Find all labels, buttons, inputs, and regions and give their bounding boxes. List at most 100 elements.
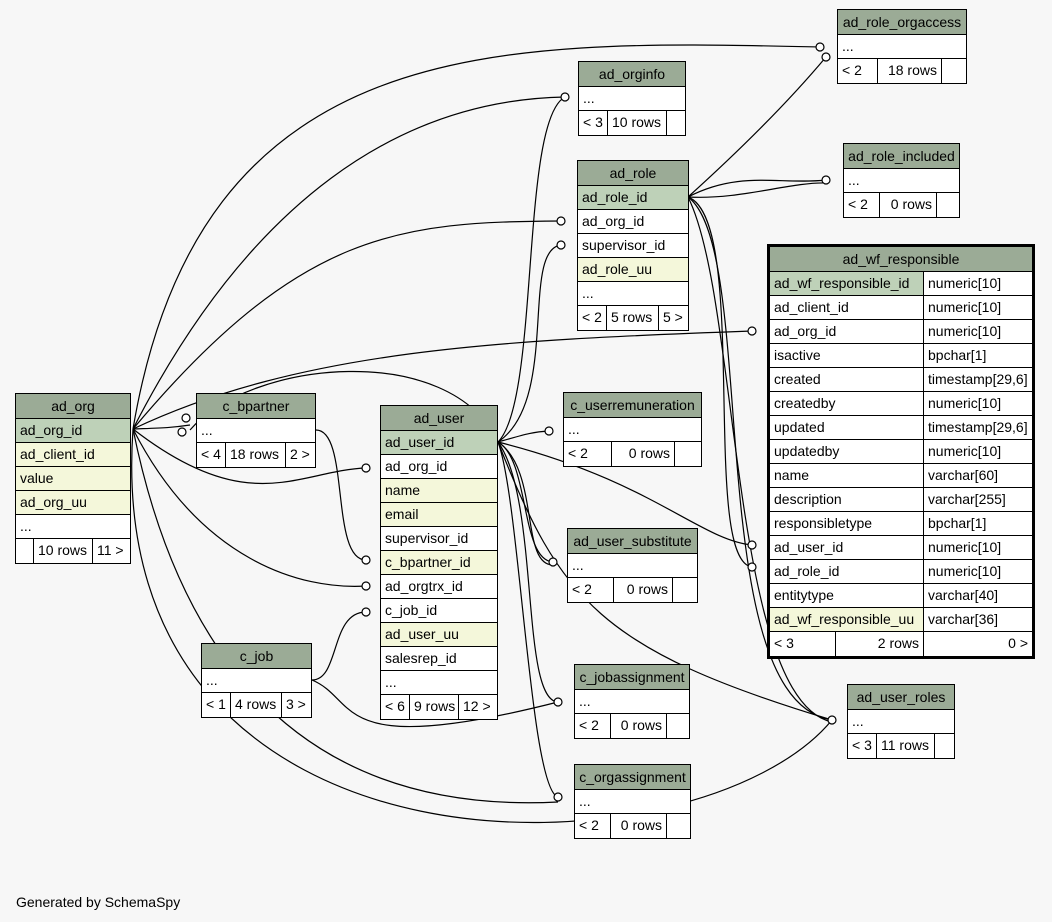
column-salesrep_id: salesrep_id <box>381 647 497 670</box>
column-supervisor_id: supervisor_id <box>578 234 688 257</box>
edge-end-marker <box>827 715 837 725</box>
edge-end-marker <box>361 607 371 617</box>
column-name: createdby <box>770 392 924 415</box>
edge-end-marker <box>548 557 558 567</box>
edge-ad_role-ad_role_orgaccess <box>687 56 827 198</box>
column-name: created <box>770 368 924 391</box>
column-type: bpchar[1] <box>928 347 987 363</box>
column-type: numeric[10] <box>928 275 1002 291</box>
children-count <box>935 734 954 758</box>
edge-end-marker <box>821 175 831 185</box>
column-type: numeric[10] <box>928 323 1002 339</box>
edge-end-marker <box>815 42 825 52</box>
column-type: varchar[255] <box>928 491 1006 507</box>
edge-ad_org-ad_orginfo <box>132 96 566 430</box>
column-more: ... <box>579 87 685 110</box>
edge-end-marker <box>553 792 563 802</box>
edge-ad_role-ad_user_roles <box>687 196 833 721</box>
column-supervisor_id: supervisor_id <box>381 527 497 550</box>
edge-ad_org-c_orgassignment <box>132 428 559 804</box>
row-count: 9 rows <box>410 695 459 719</box>
edge-end-marker <box>747 326 757 336</box>
edge-end-marker <box>747 562 757 572</box>
table-c_job[interactable]: c_job ... < 1 4 rows 3 > <box>201 643 312 718</box>
table-ad_user_roles[interactable]: ad_user_roles ... < 3 11 rows <box>847 684 955 759</box>
children-count <box>673 578 697 602</box>
row-count: 0 rows <box>611 714 667 738</box>
table-ad_user[interactable]: ad_user ad_user_id ad_org_id name email … <box>380 405 498 720</box>
children-count <box>675 442 701 466</box>
table-title: ad_user_roles <box>848 685 954 710</box>
row-count: 0 rows <box>611 814 667 838</box>
column-ad_role_id: ad_role_id <box>578 186 688 209</box>
children-count: 2 > <box>290 446 310 462</box>
column-more: ... <box>575 690 689 713</box>
edge-end-marker <box>556 216 566 226</box>
column-name: name <box>381 479 497 502</box>
column-type: timestamp[29,6] <box>928 419 1028 435</box>
edge-c_job-ad_user <box>311 611 367 681</box>
parents-count: < 1 <box>202 693 231 717</box>
column-more: ... <box>564 418 701 441</box>
children-count: 0 > <box>1008 635 1028 651</box>
edge-end-marker <box>361 555 371 565</box>
edge-end-marker <box>556 240 566 250</box>
edge-ad_org-ad_role <box>132 220 562 430</box>
column-ad_role_uu: ad_role_uu <box>578 258 688 281</box>
table-ad_orginfo[interactable]: ad_orginfo ... < 3 10 rows <box>578 61 686 136</box>
table-c_userremuneration[interactable]: c_userremuneration ... < 2 0 rows <box>563 392 702 467</box>
children-count: 5 > <box>663 309 683 325</box>
row-count: 0 rows <box>612 442 675 466</box>
table-c_orgassignment[interactable]: c_orgassignment ... < 2 0 rows <box>574 764 691 839</box>
edge-ad_role-ad_wf_responsible <box>687 196 753 568</box>
edge-ad_org-ad_user_roles <box>131 428 833 824</box>
table-title: ad_org <box>16 394 130 419</box>
column-more: ... <box>838 35 966 58</box>
column-more: ... <box>848 710 954 733</box>
edge-ad_user-ad_wf_responsible <box>497 441 753 546</box>
parents-count: < 2 <box>578 306 607 330</box>
table-title: ad_role <box>578 161 688 186</box>
table-ad_org[interactable]: ad_org ad_org_id ad_client_id value ad_o… <box>15 393 131 564</box>
parents-count: < 2 <box>838 59 878 83</box>
table-title: c_userremuneration <box>564 393 701 418</box>
column-name: ad_user_id <box>770 536 924 559</box>
edge-ad_user-c_orgassignment <box>497 441 559 798</box>
column-more: ... <box>844 169 959 192</box>
column-more: ... <box>568 554 697 577</box>
column-more: ... <box>197 419 315 442</box>
column-type: varchar[60] <box>928 467 999 483</box>
edge-end-marker <box>560 92 570 102</box>
table-title: ad_user_substitute <box>568 529 697 554</box>
table-ad_role[interactable]: ad_role ad_role_id ad_org_id supervisor_… <box>577 160 689 331</box>
edge-end-marker <box>747 540 757 550</box>
edge-ad_role-ad_user_roles2 <box>687 196 833 723</box>
children-count: 3 > <box>286 696 306 712</box>
column-name: ad_role_id <box>770 560 924 583</box>
children-count <box>667 111 685 135</box>
column-value: value <box>16 467 130 490</box>
table-title: ad_role_included <box>844 144 959 169</box>
table-ad_user_substitute[interactable]: ad_user_substitute ... < 2 0 rows <box>567 528 698 603</box>
table-ad_role_included[interactable]: ad_role_included ... < 2 0 rows <box>843 143 960 218</box>
column-c_bpartner_id: c_bpartner_id <box>381 551 497 574</box>
parents-count: < 2 <box>568 578 614 602</box>
column-ad_org_id: ad_org_id <box>16 419 130 442</box>
parents-count: < 3 <box>579 111 608 135</box>
column-ad_org_id: ad_org_id <box>381 455 497 478</box>
column-more: ... <box>202 669 311 692</box>
table-title: c_job <box>202 644 311 669</box>
table-c_bpartner[interactable]: c_bpartner ... < 4 18 rows 2 > <box>196 393 316 468</box>
parents-count <box>16 539 34 563</box>
edge-end-marker <box>361 463 371 473</box>
table-title: ad_user <box>381 406 497 431</box>
table-c_jobassignment[interactable]: c_jobassignment ... < 2 0 rows <box>574 664 690 739</box>
edge-ad_role-ad_role_included2 <box>687 182 827 198</box>
row-count: 18 rows <box>878 59 942 83</box>
table-ad_role_orgaccess[interactable]: ad_role_orgaccess ... < 2 18 rows <box>837 9 967 84</box>
edge-ad_org-c_bpartner <box>132 424 191 430</box>
column-name: name <box>770 464 924 487</box>
column-type: timestamp[29,6] <box>928 371 1028 387</box>
